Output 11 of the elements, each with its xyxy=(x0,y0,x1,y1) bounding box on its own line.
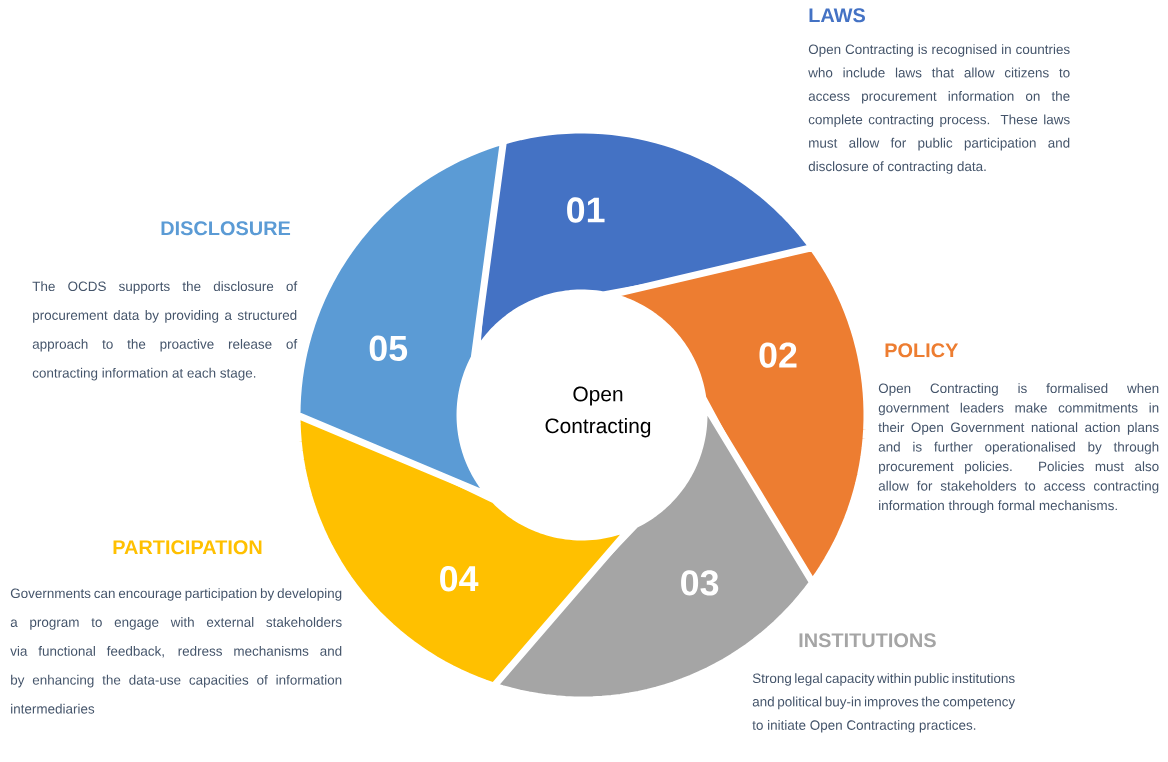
heading: PARTICIPATION xyxy=(113,540,262,555)
heading: LAWS xyxy=(809,8,865,23)
heading: POLICY xyxy=(885,343,959,358)
center-label: Open Contracting xyxy=(545,386,651,438)
heading: INSTITUTIONS xyxy=(799,633,936,648)
description: Governments can encourage participation by developing a program to engage with external stakeholders via functional feedback, redress mechanisms and by enhancing the data-use capacities of information intermediaries xyxy=(10,588,342,714)
description: Open Contracting is formalised when government leaders make commitments in their Open Government national action plans and is further operationalised by through procurement policies. Policies must also allow for stakeholders to access contracting information through formal mechanisms. xyxy=(878,383,1159,513)
description: Strong legal capacity within public institutions and political buy-in improves the competency to initiate Open Contracting practices. xyxy=(752,673,1016,733)
heading: DISCLOSURE xyxy=(161,221,291,236)
description: Open Contracting is recognised in countries who include laws that allow citizens to access procurement information on the complete contracting process. These laws must allow for public participation and disclosure of contracting data. xyxy=(808,44,1070,174)
description: The OCDS supports the disclosure of procurement data by providing a structured approach to the proactive release of contracting information at each stage. xyxy=(32,281,298,381)
